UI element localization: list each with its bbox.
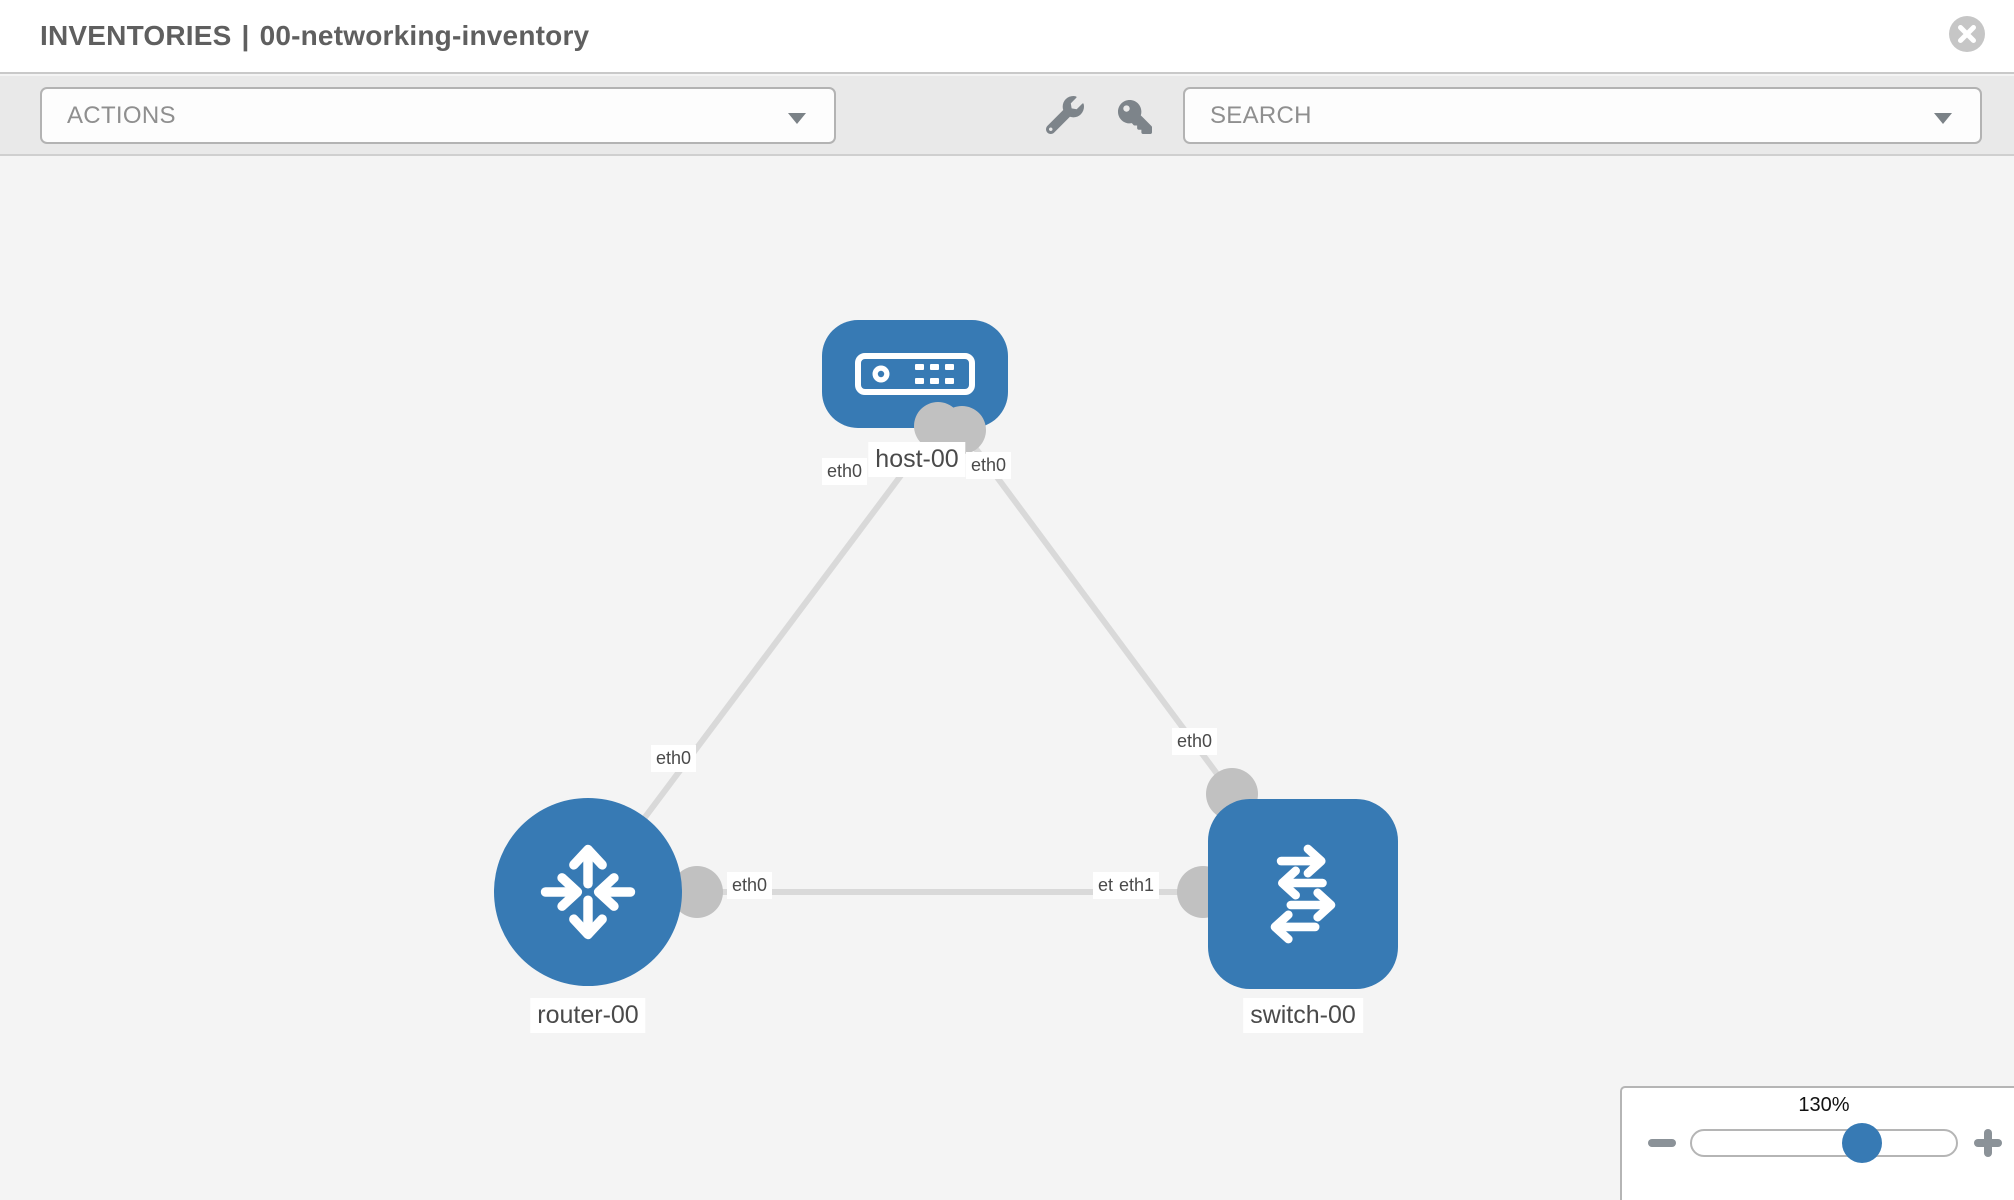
search-dropdown-label: SEARCH — [1210, 101, 1312, 129]
close-icon — [1949, 16, 1985, 52]
interface-label-eth0-host-right: eth0 — [966, 452, 1012, 479]
zoom-level-value: 130% — [1798, 1094, 1850, 1116]
interface-label-eth0-router-diag: eth0 — [651, 745, 697, 772]
topology-canvas[interactable]: host-00 router-00 switch-00 eth0 eth0 et… — [0, 158, 2014, 1200]
interface-label-eth0-switch-diag: eth0 — [1172, 728, 1218, 755]
wrench-tool-button[interactable] — [1045, 96, 1084, 135]
close-button[interactable] — [1948, 15, 1986, 53]
search-dropdown[interactable]: SEARCH — [1183, 87, 1982, 144]
node-switch-00[interactable] — [1208, 799, 1398, 989]
node-label-switch-00: switch-00 — [1243, 998, 1363, 1033]
page-title: INVENTORIES | 00-networking-inventory — [40, 20, 589, 52]
router-arrows-icon — [540, 844, 636, 940]
caret-down-icon — [1934, 113, 1952, 124]
plus-icon — [1984, 1129, 1992, 1157]
node-label-router-00: router-00 — [530, 998, 646, 1033]
endpoint-router-eth0 — [671, 866, 723, 918]
host-device-icon — [855, 353, 975, 395]
toolbar: ACTIONS SEARCH — [0, 76, 2014, 156]
wrench-icon — [1045, 96, 1084, 135]
actions-dropdown[interactable]: ACTIONS — [40, 87, 836, 144]
title-separator: | — [241, 20, 250, 51]
zoom-in-button[interactable] — [1974, 1129, 2002, 1157]
actions-dropdown-label: ACTIONS — [67, 101, 176, 129]
header: INVENTORIES | 00-networking-inventory — [0, 0, 2014, 74]
node-router-00[interactable] — [494, 798, 682, 986]
switch-arrows-icon — [1270, 844, 1336, 944]
zoom-out-button[interactable] — [1648, 1139, 1676, 1147]
links-layer — [586, 424, 1258, 918]
key-icon — [1118, 100, 1152, 134]
title-inventory-name: 00-networking-inventory — [259, 20, 590, 51]
key-tool-button[interactable] — [1118, 100, 1152, 134]
caret-down-icon — [788, 113, 806, 124]
link-router-host — [586, 424, 941, 894]
interface-label-eth0-router-horiz: eth0 — [727, 872, 773, 899]
interface-label-eth1-switch-horiz: eth1 — [1114, 872, 1160, 899]
node-label-host-00: host-00 — [868, 442, 966, 477]
interface-label-eth0-host-left: eth0 — [822, 458, 868, 485]
zoom-panel: 130% — [1620, 1086, 2014, 1200]
zoom-slider-track[interactable] — [1690, 1129, 1958, 1157]
node-host-00[interactable] — [822, 320, 1008, 428]
zoom-slider-handle[interactable] — [1842, 1123, 1882, 1163]
title-section: INVENTORIES — [40, 20, 232, 51]
